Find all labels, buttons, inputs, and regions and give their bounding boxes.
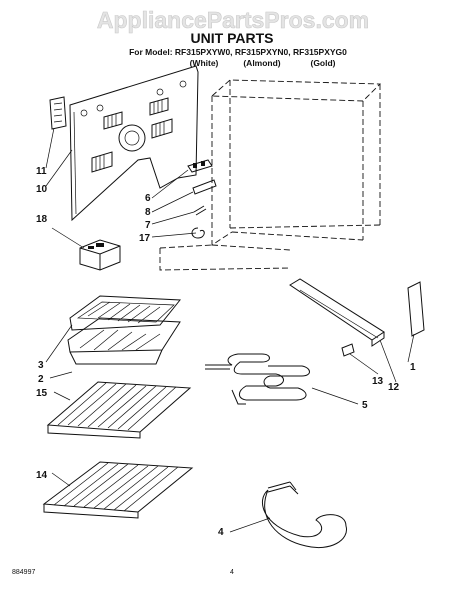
- doc-number: 884997: [12, 569, 35, 576]
- bake-element: [205, 353, 310, 405]
- callout-18: 18: [36, 214, 48, 225]
- callout-10: 10: [36, 184, 48, 195]
- callout-4: 4: [218, 527, 224, 538]
- callout-11: 11: [36, 166, 47, 177]
- broil-pan: [67, 295, 182, 365]
- small-parts: [187, 159, 217, 239]
- variant-almond: (Almond): [243, 58, 280, 68]
- back-panel: [69, 65, 199, 222]
- callout-15: 15: [36, 388, 48, 399]
- callout-3: 3: [38, 360, 44, 371]
- variant-gold: (Gold): [310, 58, 335, 68]
- transformer: [79, 239, 121, 271]
- watermark: AppliancePartsPros.com: [97, 7, 369, 33]
- model-line: For Model: RF315PXYW0, RF315PXYN0, RF315…: [129, 47, 347, 57]
- callout-1: 1: [410, 362, 416, 373]
- cabinet-outline: [159, 79, 382, 271]
- leader-lines: [45, 127, 415, 533]
- oven-rack-upper: [46, 381, 192, 439]
- callout-2: 2: [38, 374, 44, 385]
- callout-6: 6: [145, 193, 151, 204]
- side-rail: [289, 278, 425, 357]
- callout-13: 13: [372, 376, 384, 387]
- callout-7: 7: [145, 220, 151, 231]
- page-number: 4: [230, 569, 234, 576]
- callout-14: 14: [36, 470, 48, 481]
- broil-element: [261, 481, 347, 548]
- variant-white: (White): [190, 58, 219, 68]
- page-title: UNIT PARTS: [191, 30, 274, 46]
- callout-8: 8: [145, 207, 151, 218]
- callout-12: 12: [388, 382, 400, 393]
- callout-17: 17: [139, 233, 151, 244]
- callout-5: 5: [362, 400, 368, 411]
- oven-rack-lower: [42, 461, 194, 519]
- bracket: [49, 96, 67, 130]
- callout-numbers: 1 2 3 4 5 6 7 8 10 11 12 13 14 15 17 18: [36, 166, 416, 538]
